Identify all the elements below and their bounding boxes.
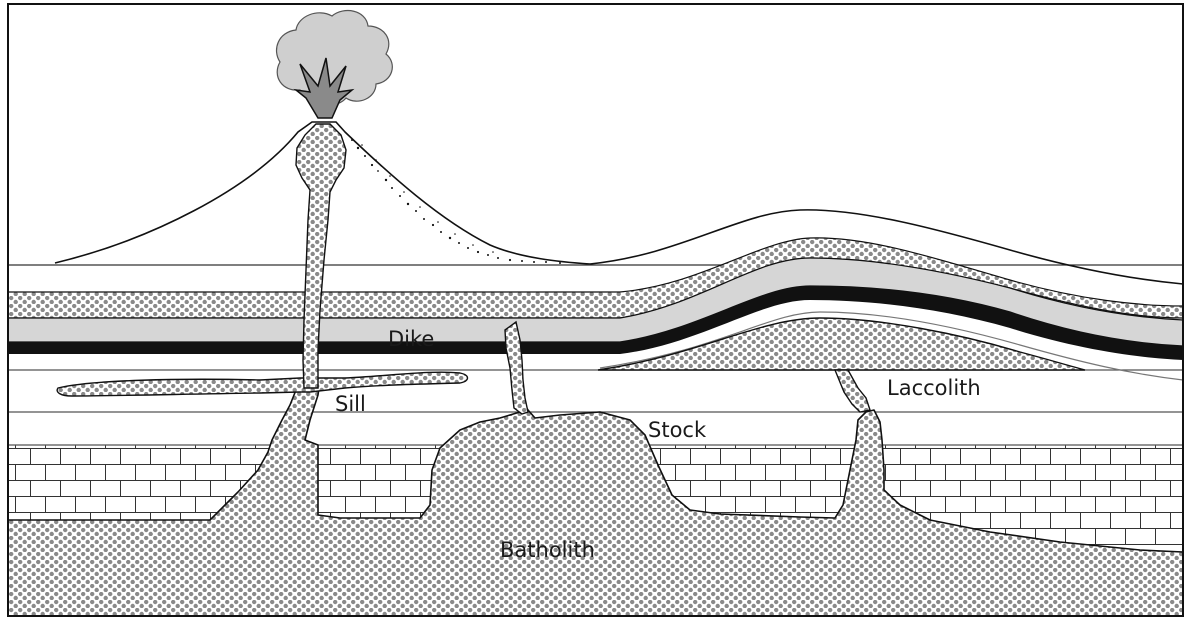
label-dike: Dike <box>388 327 434 351</box>
label-stock: Stock <box>648 418 707 442</box>
label-laccolith: Laccolith <box>887 376 981 400</box>
label-batholith: Batholith <box>500 538 595 562</box>
label-sill: Sill <box>335 392 366 416</box>
